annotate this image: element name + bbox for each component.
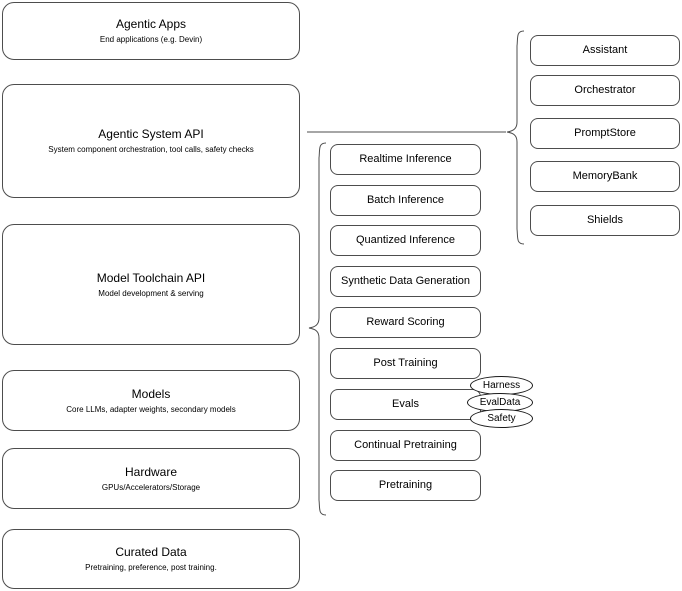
eval-badge-safety[interactable]: Safety: [470, 409, 533, 428]
layer-curated-data[interactable]: Curated Data Pretraining, preference, po…: [2, 529, 300, 589]
system-item-memorybank[interactable]: MemoryBank: [530, 161, 680, 192]
layer-title: Curated Data: [115, 545, 187, 559]
toolchain-item-batch-inference[interactable]: Batch Inference: [330, 185, 481, 216]
layer-subtitle: GPUs/Accelerators/Storage: [101, 482, 201, 492]
layer-models[interactable]: Models Core LLMs, adapter weights, secon…: [2, 370, 300, 431]
layer-subtitle: System component orchestration, tool cal…: [48, 145, 254, 154]
toolchain-item-continual-pretraining[interactable]: Continual Pretraining: [330, 430, 481, 461]
layer-hardware[interactable]: Hardware GPUs/Accelerators/Storage: [2, 448, 300, 509]
toolchain-item-pretraining[interactable]: Pretraining: [330, 470, 481, 501]
layer-title: Agentic Apps: [115, 17, 187, 31]
toolchain-items-brace: [308, 142, 327, 516]
layer-title: Models: [131, 386, 171, 401]
system-item-promptstore[interactable]: PromptStore: [530, 118, 680, 149]
layer-subtitle: End applications (e.g. Devin): [99, 35, 203, 44]
system-item-orchestrator[interactable]: Orchestrator: [530, 75, 680, 106]
layer-title: Hardware: [124, 464, 178, 479]
system-item-shields[interactable]: Shields: [530, 205, 680, 236]
layer-agentic-apps[interactable]: Agentic Apps End applications (e.g. Devi…: [2, 2, 300, 60]
toolchain-item-reward-scoring[interactable]: Reward Scoring: [330, 307, 481, 338]
layer-title: Agentic System API: [98, 127, 204, 141]
layer-subtitle: Pretraining, preference, post training.: [85, 563, 217, 572]
system-item-assistant[interactable]: Assistant: [530, 35, 680, 66]
layer-subtitle: Core LLMs, adapter weights, secondary mo…: [66, 404, 236, 414]
toolchain-item-evals[interactable]: Evals: [330, 389, 481, 420]
layer-subtitle: Model development & serving: [98, 288, 204, 298]
toolchain-item-synthetic-data-generation[interactable]: Synthetic Data Generation: [330, 266, 481, 297]
layer-agentic-system-api[interactable]: Agentic System API System component orch…: [2, 84, 300, 198]
toolchain-item-quantized-inference[interactable]: Quantized Inference: [330, 225, 481, 256]
system-components-brace: [506, 30, 525, 245]
toolchain-item-post-training[interactable]: Post Training: [330, 348, 481, 379]
layer-model-toolchain-api[interactable]: Model Toolchain API Model development & …: [2, 224, 300, 345]
layer-title: Model Toolchain API: [96, 270, 206, 285]
toolchain-item-realtime-inference[interactable]: Realtime Inference: [330, 144, 481, 175]
